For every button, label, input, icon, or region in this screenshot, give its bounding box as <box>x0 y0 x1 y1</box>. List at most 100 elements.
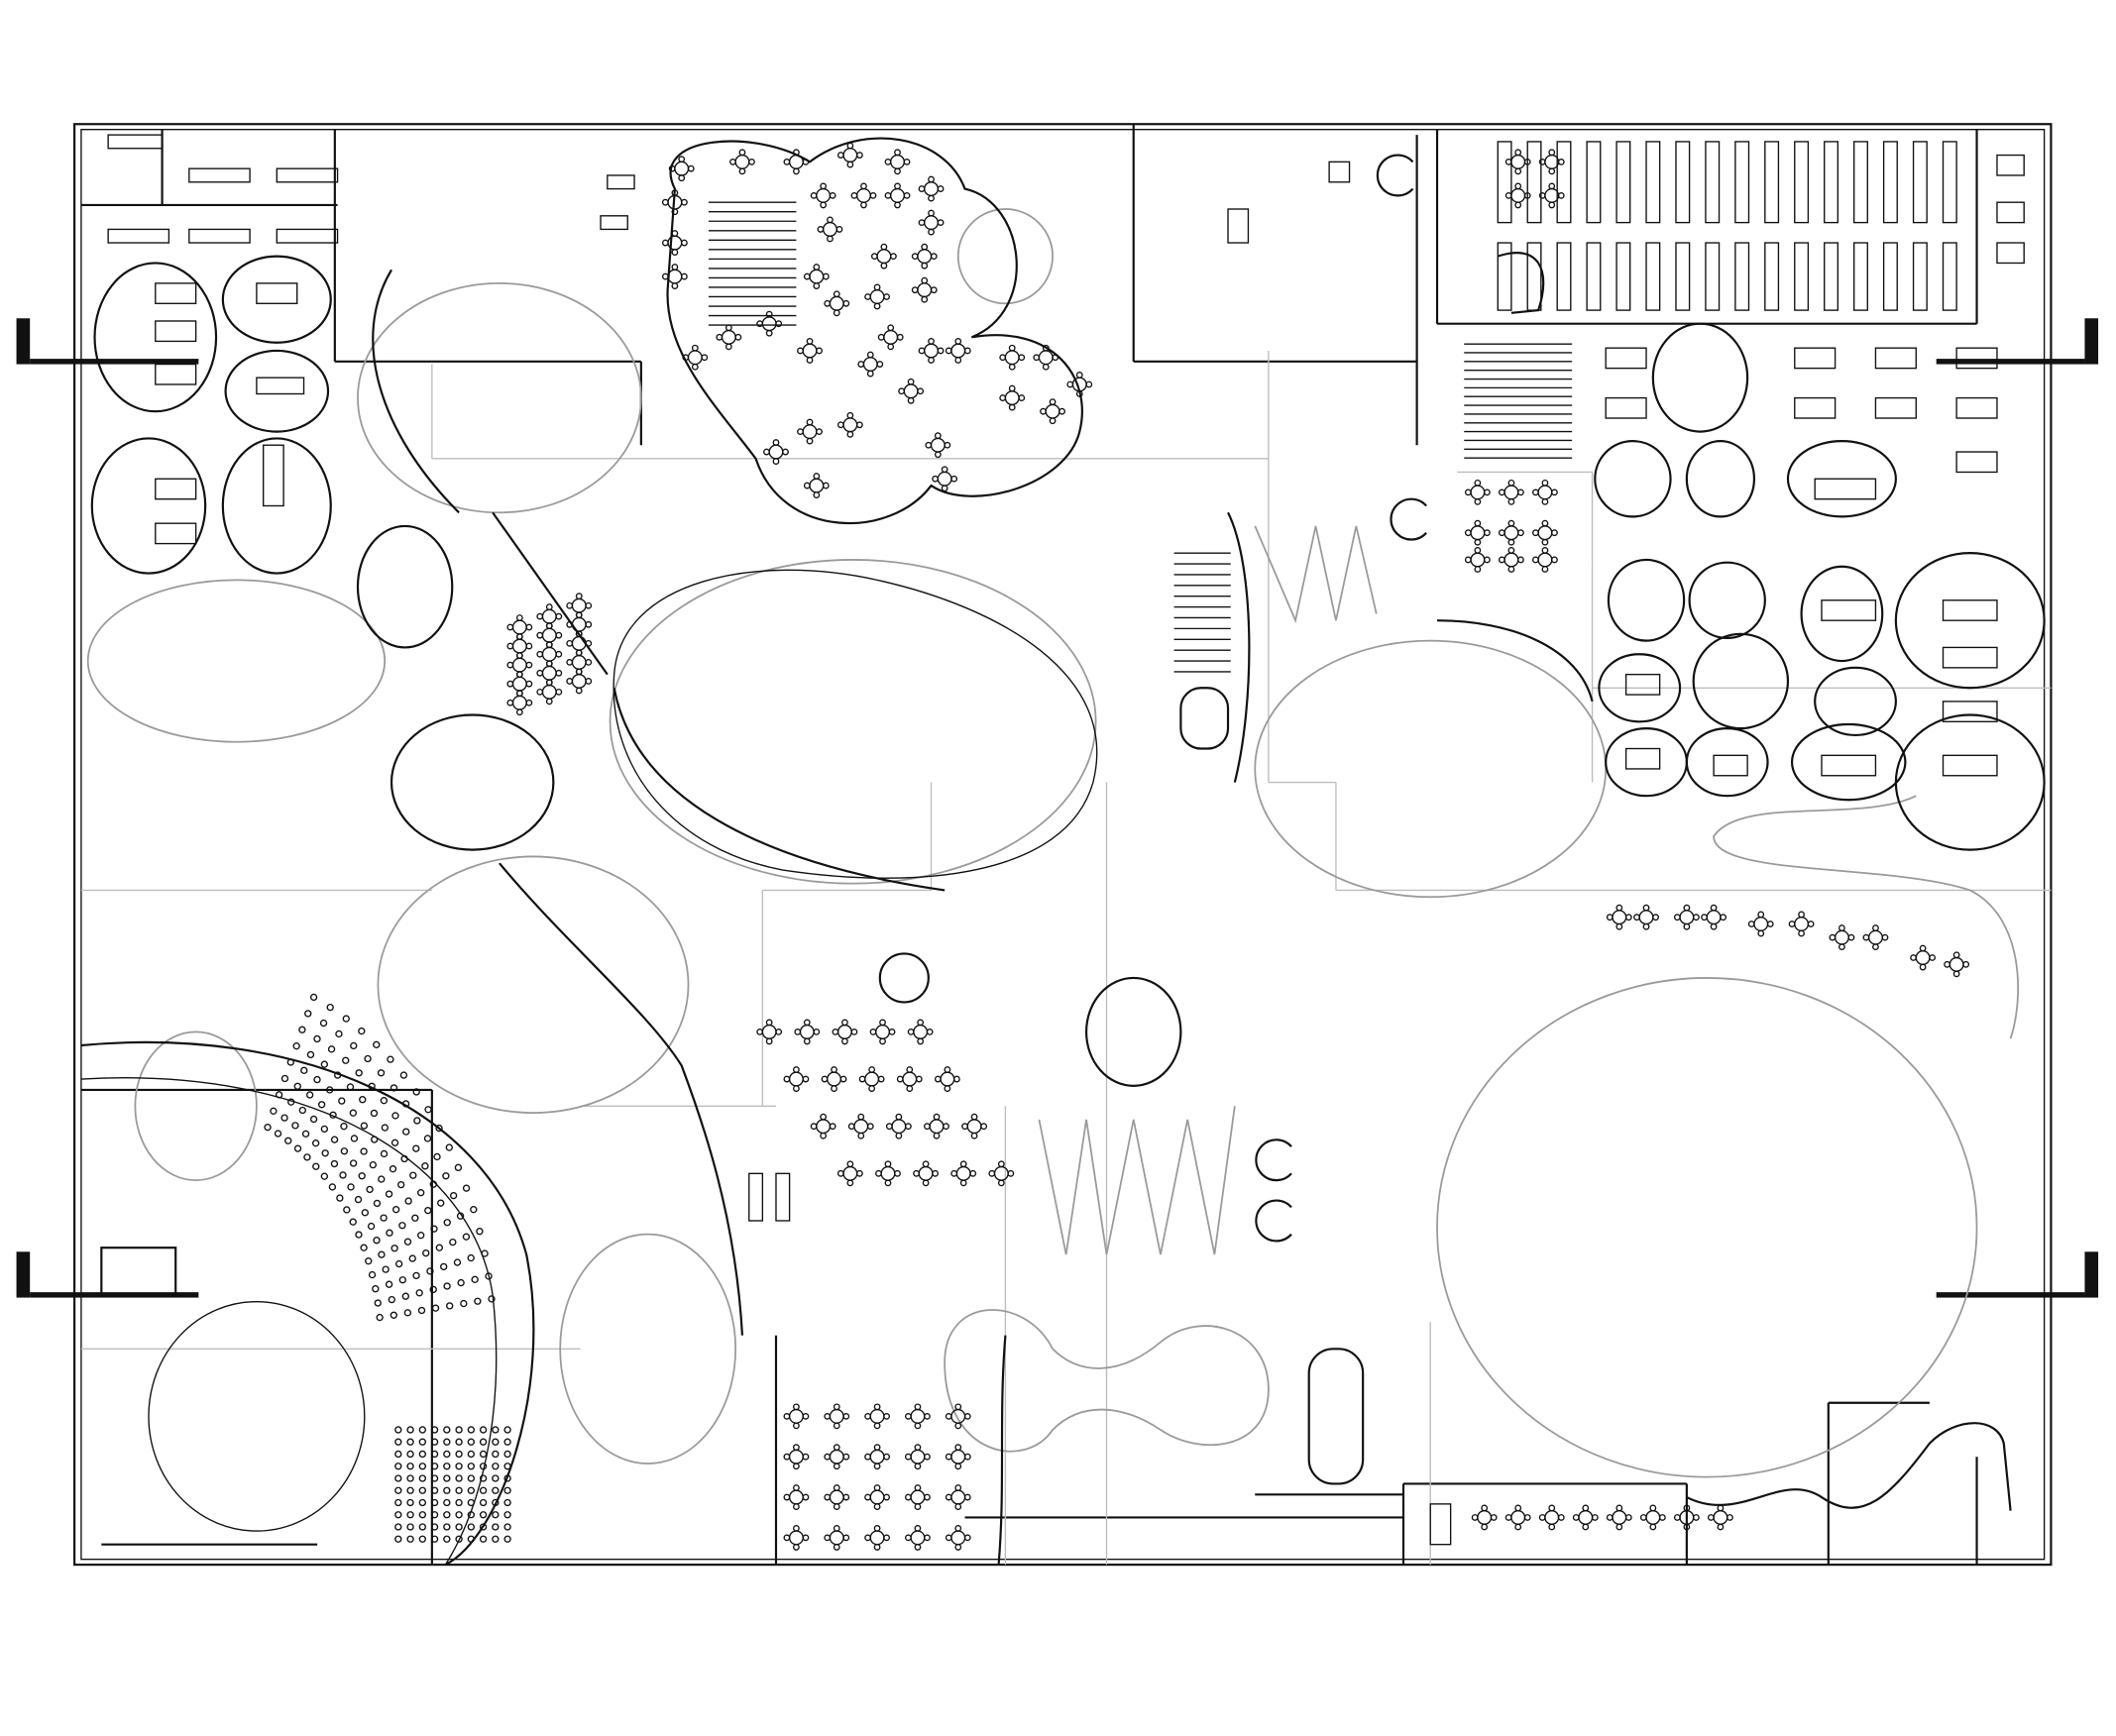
round-table <box>1578 1509 1594 1525</box>
chair <box>1523 1514 1531 1521</box>
chair <box>748 158 755 165</box>
auditorium-seat <box>390 1084 398 1092</box>
rect-table <box>155 522 197 545</box>
chair <box>1557 158 1565 165</box>
chair <box>846 430 854 438</box>
auditorium-seat <box>412 1271 420 1280</box>
round-table <box>788 154 804 169</box>
room-pod <box>1598 653 1682 723</box>
chair <box>1829 933 1837 941</box>
auditorium-seat <box>455 1523 463 1531</box>
round-table <box>788 1530 804 1546</box>
round-table <box>827 1071 842 1087</box>
building-outline <box>73 123 2053 1567</box>
book-shelf <box>1882 242 1898 311</box>
auditorium-seat <box>350 1041 358 1050</box>
chair <box>515 652 523 659</box>
rect-table <box>1996 201 2025 224</box>
chair <box>846 1160 854 1168</box>
chair <box>1673 1514 1681 1521</box>
interior-wall-line <box>80 129 2046 1561</box>
auditorium-seat <box>309 1115 318 1124</box>
chair <box>1862 933 1870 941</box>
chair <box>879 1019 886 1027</box>
chair <box>917 1019 925 1027</box>
chair <box>1633 914 1640 922</box>
rect-table <box>1624 747 1661 770</box>
auditorium-seat <box>479 1463 488 1470</box>
auditorium-seat <box>503 1523 511 1531</box>
chair <box>922 1160 930 1168</box>
round-table <box>511 657 527 673</box>
auditorium-seat <box>445 1143 453 1151</box>
chair <box>671 208 679 216</box>
chair <box>525 623 533 631</box>
auditorium-seat <box>400 1154 408 1163</box>
chair <box>810 191 818 199</box>
auditorium-seat <box>360 1147 368 1155</box>
auditorium-seat <box>325 1086 334 1094</box>
chair <box>841 1037 848 1045</box>
chair <box>1471 1514 1479 1521</box>
auditorium-seat <box>280 1074 289 1083</box>
chair <box>839 1075 847 1083</box>
chair <box>783 1453 791 1461</box>
chair <box>1541 479 1549 487</box>
round-table <box>950 1408 966 1424</box>
auditorium-seat <box>358 1172 366 1180</box>
auditorium-seat <box>421 1162 429 1170</box>
round-table <box>788 1489 804 1505</box>
auditorium-seat <box>442 1172 450 1180</box>
chair <box>907 1028 915 1035</box>
chair <box>687 164 695 172</box>
round-table <box>924 215 940 231</box>
chair <box>1008 384 1016 392</box>
round-table <box>869 1489 885 1505</box>
chair <box>1514 149 1522 157</box>
auditorium-seat <box>418 1438 427 1446</box>
chair <box>515 708 523 716</box>
auditorium-seat <box>313 1034 321 1043</box>
chair <box>822 482 830 489</box>
auditorium-seat <box>503 1535 511 1543</box>
round-table <box>917 282 933 298</box>
rect-table <box>188 167 251 183</box>
round-table <box>1713 1509 1728 1525</box>
round-table <box>541 665 557 681</box>
auditorium-seat <box>403 1309 412 1317</box>
chair <box>866 351 874 359</box>
stage-platform <box>100 1247 177 1296</box>
auditorium-seat <box>378 1250 386 1258</box>
chair <box>817 226 825 233</box>
auditorium-seat <box>430 1511 439 1519</box>
chair <box>921 295 929 303</box>
round-table <box>869 1449 885 1465</box>
auditorium-seat <box>429 1180 438 1188</box>
auditorium-seat <box>418 1426 427 1434</box>
auditorium-seat <box>306 1050 315 1059</box>
room-pod <box>1894 713 2046 851</box>
chair <box>1541 566 1549 573</box>
chair <box>802 1493 810 1501</box>
chair <box>930 253 938 261</box>
chair <box>1042 344 1050 352</box>
chair <box>954 1503 962 1510</box>
auditorium-seat <box>399 1071 408 1079</box>
auditorium-seat <box>361 1209 370 1217</box>
auditorium-seat <box>474 1297 482 1305</box>
section-line <box>1936 359 2085 365</box>
chair <box>821 1075 829 1083</box>
rect-table <box>1996 242 2025 265</box>
rect-table <box>155 320 197 343</box>
chair <box>1517 556 1524 564</box>
chair <box>1639 1514 1647 1521</box>
auditorium-seat <box>492 1463 500 1470</box>
round-table <box>902 1071 918 1087</box>
chair <box>868 1066 876 1073</box>
chair <box>963 1412 971 1420</box>
auditorium-seat <box>394 1486 402 1494</box>
round-table <box>511 695 527 710</box>
auditorium-seat <box>385 1190 393 1198</box>
round-table <box>1503 552 1519 568</box>
book-shelf <box>1497 141 1512 224</box>
